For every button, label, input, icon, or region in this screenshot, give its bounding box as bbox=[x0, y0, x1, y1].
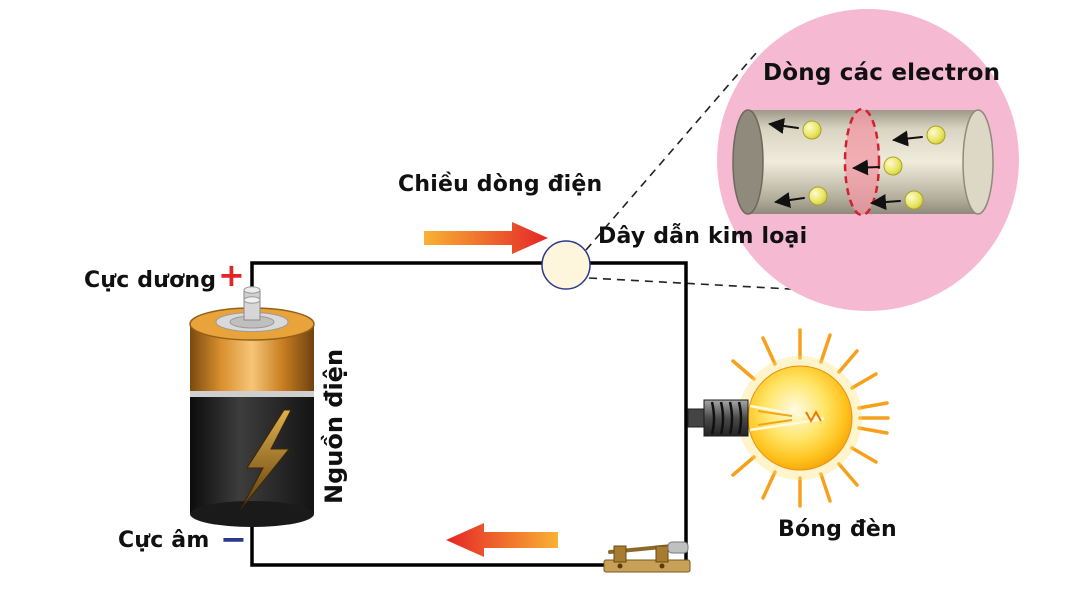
switch bbox=[603, 541, 691, 573]
light-bulb bbox=[687, 328, 890, 508]
light-bulb-label: Bóng đèn bbox=[778, 517, 897, 542]
positive-terminal-label: Cực dương bbox=[84, 268, 217, 293]
circuit-wire bbox=[250, 261, 688, 567]
electron bbox=[802, 120, 822, 140]
electron bbox=[808, 186, 828, 206]
bulb-screw-base bbox=[687, 399, 749, 437]
negative-sign: − bbox=[220, 520, 247, 558]
electron bbox=[904, 190, 924, 210]
negative-terminal-label: Cực âm bbox=[118, 528, 210, 553]
bulb-glass bbox=[747, 365, 853, 471]
electrons bbox=[768, 118, 946, 210]
cross-section-ellipse bbox=[843, 107, 881, 217]
battery bbox=[189, 286, 315, 527]
inset-title: Dòng các electron bbox=[763, 60, 1001, 86]
current-arrow-top bbox=[424, 222, 548, 254]
magnifier-inset bbox=[717, 9, 1019, 311]
electron bbox=[926, 125, 946, 145]
wire-highlight-circle bbox=[541, 240, 591, 290]
current-arrow-bottom bbox=[446, 523, 558, 557]
metal-wire-label: Dây dẫn kim loại bbox=[598, 224, 808, 249]
positive-sign: + bbox=[218, 256, 245, 294]
lightning-bolt-icon bbox=[240, 409, 292, 510]
bulb-filament bbox=[749, 404, 825, 432]
power-source-label: Nguồn điện bbox=[320, 348, 348, 504]
electron bbox=[883, 156, 903, 176]
bulb-rays bbox=[731, 328, 890, 508]
current-direction-label: Chiều dòng điện bbox=[398, 172, 603, 197]
